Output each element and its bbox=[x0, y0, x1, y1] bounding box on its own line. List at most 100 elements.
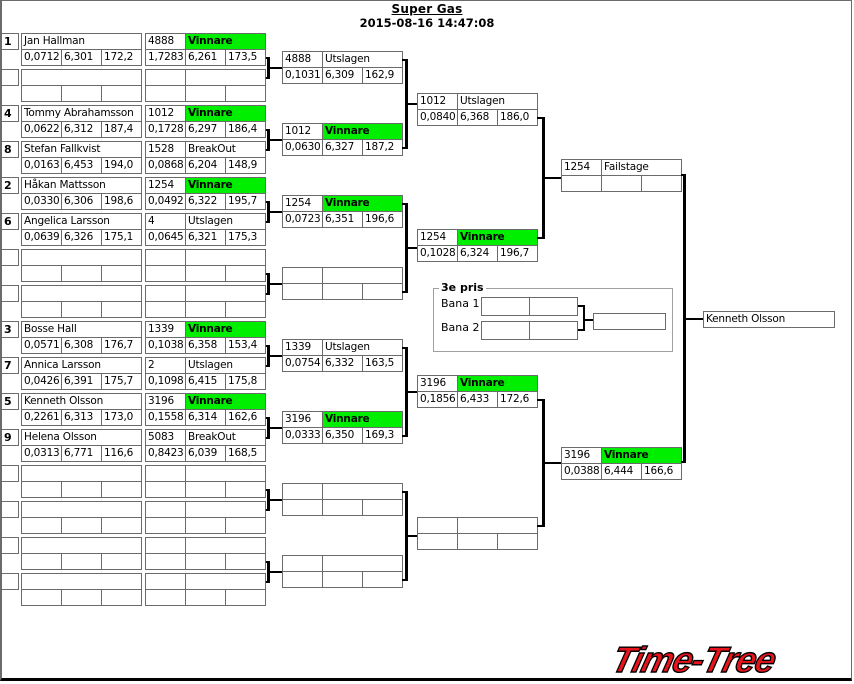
seed-number: 5 bbox=[1, 393, 19, 410]
result-status: Vinnare bbox=[185, 177, 266, 194]
round2-box-id bbox=[282, 267, 323, 284]
result-speed bbox=[225, 301, 266, 318]
round2-box-elapsed-time: 6,332 bbox=[322, 355, 363, 372]
round2-box-elapsed-time bbox=[322, 499, 363, 516]
bracket-line bbox=[269, 571, 282, 573]
seed-number: 7 bbox=[1, 357, 19, 374]
round4-box-status: Failstage bbox=[601, 159, 682, 176]
lane-1-cell-b bbox=[529, 297, 578, 316]
bracket-line bbox=[407, 103, 417, 105]
third-place-connector bbox=[578, 329, 584, 331]
racer-reaction-time bbox=[21, 589, 62, 606]
round2-box-status bbox=[322, 555, 403, 572]
racer-elapsed-time bbox=[61, 553, 102, 570]
racer-speed: 176,7 bbox=[101, 337, 142, 354]
round2-box-reaction-time: 0,0630 bbox=[282, 139, 323, 156]
result-speed bbox=[225, 553, 266, 570]
racer-elapsed-time: 6,313 bbox=[61, 409, 102, 426]
third-place-connector bbox=[583, 305, 585, 331]
racer-name: Tommy Abrahamsson bbox=[21, 105, 142, 122]
result-status: Utslagen bbox=[185, 213, 266, 230]
bracket-line bbox=[402, 435, 407, 437]
racer-speed: 172,2 bbox=[101, 49, 142, 66]
result-reaction-time: 0,0868 bbox=[145, 157, 186, 174]
racer-name bbox=[21, 501, 142, 518]
bracket-line bbox=[407, 247, 417, 249]
result-speed: 175,8 bbox=[225, 373, 266, 390]
result-elapsed-time: 6,314 bbox=[185, 409, 226, 426]
result-id bbox=[145, 501, 186, 518]
seed-number: 9 bbox=[1, 429, 19, 446]
seed-number: 2 bbox=[1, 177, 19, 194]
round3-box-elapsed-time: 6,368 bbox=[457, 109, 498, 126]
seed-number: 1 bbox=[1, 33, 19, 50]
result-id bbox=[145, 285, 186, 302]
round4-box-speed bbox=[641, 175, 682, 192]
round4-box-speed: 166,6 bbox=[641, 463, 682, 480]
result-speed: 148,9 bbox=[225, 157, 266, 174]
round2-box-elapsed-time bbox=[322, 571, 363, 588]
round2-box-elapsed-time bbox=[322, 283, 363, 300]
racer-elapsed-time bbox=[61, 481, 102, 498]
result-status bbox=[185, 537, 266, 554]
racer-reaction-time: 0,0712 bbox=[21, 49, 62, 66]
result-id: 4 bbox=[145, 213, 186, 230]
round2-box-speed bbox=[362, 571, 403, 588]
result-status: Vinnare bbox=[185, 393, 266, 410]
result-speed: 186,4 bbox=[225, 121, 266, 138]
racer-name: Kenneth Olsson bbox=[21, 393, 142, 410]
bracket-line bbox=[402, 579, 407, 581]
racer-reaction-time: 0,0330 bbox=[21, 193, 62, 210]
round2-box-reaction-time bbox=[282, 283, 323, 300]
bracket-line bbox=[405, 59, 408, 149]
time-tree-logo: Time-Tree bbox=[606, 639, 846, 681]
result-elapsed-time bbox=[185, 301, 226, 318]
bracket-line bbox=[537, 117, 544, 119]
third-place-connector bbox=[578, 305, 584, 307]
seed-number bbox=[1, 573, 19, 590]
result-status bbox=[185, 285, 266, 302]
result-speed bbox=[225, 85, 266, 102]
result-speed bbox=[225, 265, 266, 282]
round4-box-reaction-time: 0,0388 bbox=[561, 463, 602, 480]
result-reaction-time: 0,1558 bbox=[145, 409, 186, 426]
result-id: 4888 bbox=[145, 33, 186, 50]
racer-name: Annica Larsson bbox=[21, 357, 142, 374]
result-reaction-time bbox=[145, 301, 186, 318]
seed-number: 6 bbox=[1, 213, 19, 230]
round2-box-speed bbox=[362, 499, 403, 516]
round3-box-speed: 186,0 bbox=[497, 109, 538, 126]
result-status bbox=[185, 501, 266, 518]
result-id: 1339 bbox=[145, 321, 186, 338]
result-reaction-time: 0,0492 bbox=[145, 193, 186, 210]
bracket-line bbox=[537, 525, 544, 527]
round3-box-speed bbox=[497, 533, 538, 550]
racer-elapsed-time: 6,301 bbox=[61, 49, 102, 66]
racer-reaction-time bbox=[21, 517, 62, 534]
bracket-line bbox=[267, 489, 270, 511]
round4-box-status: Vinnare bbox=[601, 447, 682, 464]
event-title: Super Gas bbox=[391, 2, 463, 16]
bracket-line bbox=[402, 203, 407, 205]
racer-name: Angelica Larsson bbox=[21, 213, 142, 230]
result-id: 1012 bbox=[145, 105, 186, 122]
bracket-line bbox=[269, 499, 282, 501]
racer-speed bbox=[101, 85, 142, 102]
racer-name: Stefan Fallkvist bbox=[21, 141, 142, 158]
result-reaction-time: 0,8423 bbox=[145, 445, 186, 462]
racer-elapsed-time: 6,326 bbox=[61, 229, 102, 246]
round2-box-id: 1012 bbox=[282, 123, 323, 140]
round2-box-status: Vinnare bbox=[322, 411, 403, 428]
bracket-line bbox=[267, 417, 270, 439]
bracket-line bbox=[402, 147, 407, 149]
result-reaction-time bbox=[145, 85, 186, 102]
racer-elapsed-time bbox=[61, 517, 102, 534]
result-elapsed-time bbox=[185, 85, 226, 102]
round2-box-elapsed-time: 6,327 bbox=[322, 139, 363, 156]
result-elapsed-time: 6,358 bbox=[185, 337, 226, 354]
bracket-line bbox=[542, 117, 545, 239]
result-reaction-time: 1,7283 bbox=[145, 49, 186, 66]
round3-box-reaction-time: 0,0840 bbox=[417, 109, 458, 126]
event-datetime: 2015-08-16 14:47:08 bbox=[359, 16, 495, 30]
racer-speed bbox=[101, 481, 142, 498]
